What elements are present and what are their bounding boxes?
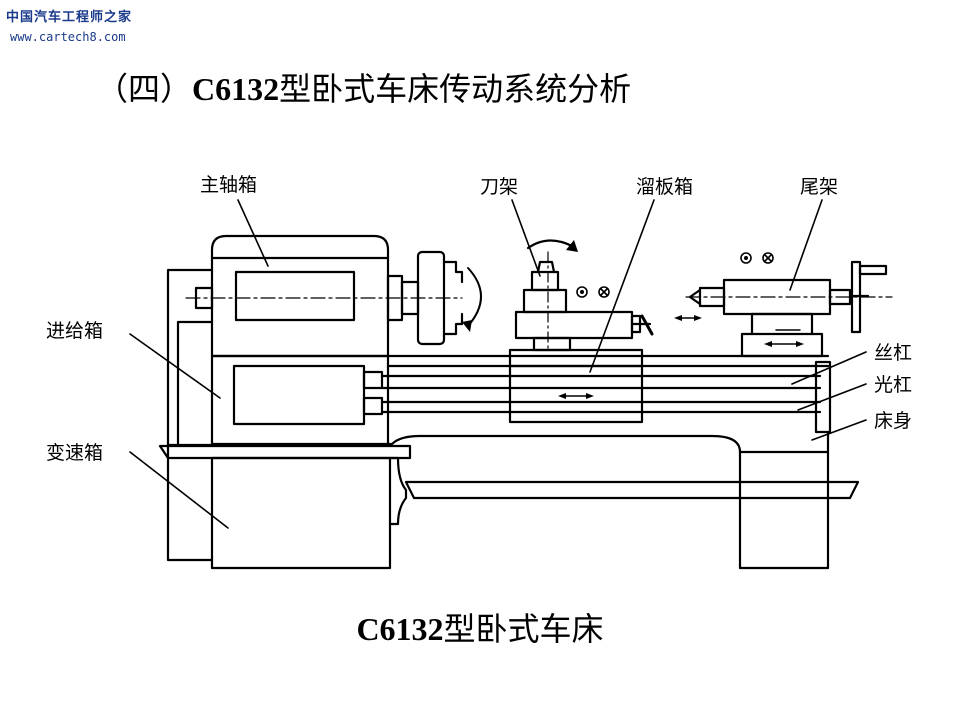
leader-lines	[129, 199, 867, 529]
label-feed-rod: 光杠	[874, 374, 913, 396]
leader-gear-box	[129, 451, 229, 529]
diagram-caption: C6132型卧式车床	[0, 604, 960, 650]
leader-tool-post	[511, 199, 541, 277]
label-apron: 溜板箱	[636, 176, 694, 198]
label-tool-post: 刀架	[480, 176, 519, 198]
headstock-shape	[194, 234, 482, 358]
caption-model: C6132	[356, 611, 444, 647]
label-lead-screw: 丝杠	[874, 342, 913, 364]
label-feed-box: 进给箱	[46, 320, 104, 342]
leader-headstock	[237, 199, 269, 267]
direction-symbols-tailstock	[740, 252, 774, 264]
leader-apron	[589, 199, 655, 373]
feed-box-shape	[210, 354, 390, 446]
apron-arrow	[558, 393, 594, 399]
leader-feed-box	[129, 333, 221, 399]
label-bed: 床身	[874, 410, 913, 432]
title-model: C6132	[192, 71, 280, 107]
apron-shape	[508, 239, 654, 424]
title-prefix: （四）	[96, 70, 193, 108]
leader-feed-rod	[797, 383, 867, 411]
direction-symbols-toolpost	[576, 286, 610, 298]
page-title: （四）C6132型卧式车床传动系统分析	[96, 64, 631, 110]
leader-lead-screw	[791, 351, 867, 385]
gear-box-shape	[210, 456, 408, 570]
caption-suffix: 型卧式车床	[443, 610, 604, 648]
label-tailstock: 尾架	[800, 176, 839, 198]
leader-bed	[811, 419, 867, 441]
label-gear-box: 变速箱	[46, 442, 104, 464]
rods	[380, 374, 822, 414]
watermark-site-name: 中国汽车工程师之家	[6, 10, 133, 25]
tailstock-arrows	[674, 315, 804, 347]
label-headstock: 主轴箱	[200, 174, 258, 196]
tailstock-shape	[688, 260, 888, 358]
left-frame	[166, 268, 214, 562]
leader-tailstock	[789, 199, 823, 291]
title-suffix: 型卧式车床传动系统分析	[279, 70, 632, 108]
watermark-url: www.cartech8.com	[10, 30, 126, 44]
